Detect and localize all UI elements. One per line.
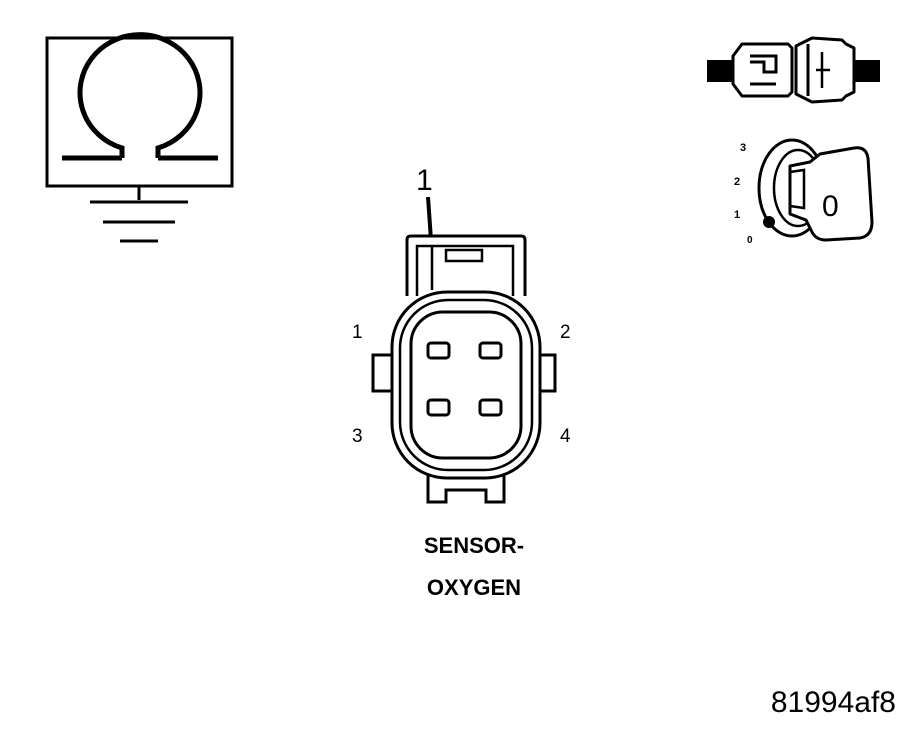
terminal-1	[426, 341, 451, 360]
ignition-position-3: 3	[740, 142, 746, 154]
terminal-4	[478, 398, 503, 417]
pin-label-4: 4	[560, 426, 571, 447]
oxygen-sensor-connector	[371, 234, 557, 504]
ohmmeter-icon	[45, 32, 234, 243]
ignition-position-0: 0	[747, 235, 753, 246]
omega-symbol	[77, 32, 203, 158]
disconnected-connector-icon	[707, 36, 880, 104]
connector-cavity	[409, 310, 523, 460]
ignition-position-2: 2	[734, 176, 740, 188]
ignition-position-1: 1	[734, 209, 740, 221]
connector-name-line1: SENSOR-	[424, 533, 524, 558]
pin-label-1: 1	[352, 322, 363, 343]
pin-label-3: 3	[352, 426, 363, 447]
terminal-3	[426, 398, 451, 417]
position-indicator-dot	[763, 216, 775, 228]
figure-id: 81994af8	[771, 686, 896, 719]
ignition-switch-icon: 3 2 1 0 0	[734, 138, 874, 246]
key-label: 0	[822, 190, 839, 223]
connector-latch	[405, 234, 527, 296]
callout-number: 1	[416, 164, 433, 197]
ground-icon	[90, 186, 188, 243]
connector-name-line2: OXYGEN	[427, 575, 521, 600]
key-icon	[788, 146, 874, 242]
pin-label-2: 2	[560, 322, 571, 343]
meter-frame	[45, 36, 234, 188]
terminal-2	[478, 341, 503, 360]
